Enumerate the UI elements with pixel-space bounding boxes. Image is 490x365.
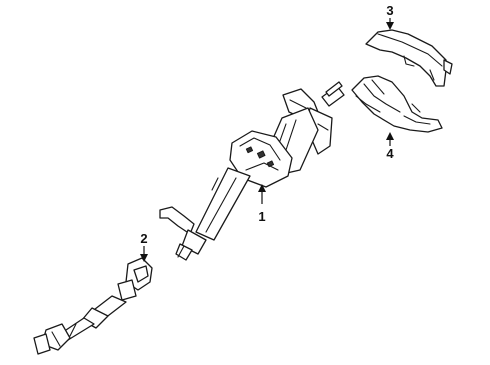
leader-line-1: [258, 184, 266, 204]
leader-line-3: [386, 18, 394, 30]
callout-4: 4: [386, 146, 394, 161]
callout-1: 1: [258, 209, 265, 224]
lower-shroud-icon: [351, 75, 443, 133]
steering-column-icon: [159, 81, 345, 261]
callout-3: 3: [386, 3, 393, 18]
intermediate-shaft-icon: [33, 257, 153, 355]
leader-line-2: [140, 246, 148, 262]
upper-shroud-icon: [365, 29, 453, 87]
leader-line-4: [386, 132, 394, 146]
callout-2: 2: [140, 231, 147, 246]
